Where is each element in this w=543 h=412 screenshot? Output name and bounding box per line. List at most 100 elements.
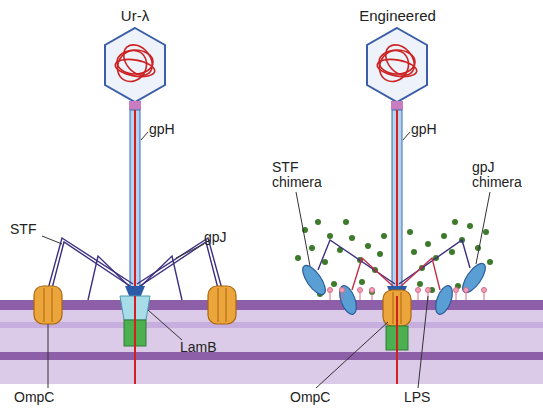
leader-line [296,192,310,266]
barrel-line [393,292,394,324]
part-label: gpH [411,122,451,137]
dot [483,229,489,235]
part-label: STF chimera [272,160,330,190]
lps-head [370,288,375,293]
collar [129,101,141,110]
dot [381,233,387,239]
barrel-line [44,288,45,322]
gpj-chimera-fiber [399,258,440,290]
ompc-barrel [34,286,62,324]
dot [349,235,355,241]
dna-injection [396,296,398,384]
ompc-barrel [208,286,236,324]
chimera-fibers [318,240,470,290]
lps-stalk [418,292,419,300]
fiber [137,256,182,300]
dot [449,249,455,255]
leader-lines [42,132,490,388]
part-label: gpH [149,122,189,137]
lps-stalk [466,292,467,300]
lps-head [340,288,345,293]
fiber [88,256,133,300]
part-label: OmpC [290,390,340,405]
dot [417,281,423,287]
dna-loop [114,57,156,80]
lps-head [454,288,459,293]
dna-loop [376,57,418,80]
lps-stalk [360,292,361,300]
capsid [105,28,165,102]
leader-line [48,324,49,388]
collar [391,101,403,110]
panel-heading: Ur-λ [95,8,175,23]
part-label: STF [10,222,50,237]
membrane [0,300,543,384]
barrel-line [52,288,53,322]
barrel-line [401,292,402,324]
engineered-phage [295,28,493,384]
dot [452,219,458,225]
lps-head [328,288,333,293]
membrane-body [0,300,543,384]
dot [365,243,371,249]
capsid [367,28,427,102]
stf-chimera-tip [299,262,330,298]
leader-line [418,296,428,388]
outer-leaflet [0,300,543,310]
lps-head [358,288,363,293]
part-label: LamB [180,340,230,355]
dot [315,219,321,225]
leader-line [148,310,182,340]
dot [407,229,413,235]
dot [487,259,493,265]
barrel-line [226,288,227,322]
lps-head [482,288,487,293]
lps [328,288,487,301]
lps-stalk [456,292,457,300]
gpj-chimera-tip [432,284,455,317]
part-label: LPS [404,390,444,405]
leader-line [316,322,388,388]
o-antigen-dots [295,219,493,297]
dot [475,245,481,251]
leader-line [176,244,204,258]
leader-line [42,236,62,244]
tape-measure [134,110,136,384]
dot [467,223,473,229]
dot [411,249,417,255]
dot [295,255,301,261]
leader-line [476,192,490,264]
dna-injection [134,296,136,384]
dna [112,39,158,87]
lps-head [464,288,469,293]
tape-measure [396,110,398,384]
lps-stalk [342,292,343,300]
membrane-band [0,322,543,328]
dot [343,219,349,225]
gpj-chimera-tip [459,260,490,296]
dot [331,281,337,287]
dot [327,233,333,239]
dna [374,39,420,87]
barrel-line [218,288,219,322]
part-label: gpJ chimera [472,160,534,190]
ur-lambda-phage [34,28,236,384]
lps-stalk [484,292,485,300]
lps-stalk [330,292,331,300]
inner-leaflet [0,352,543,360]
leader-line [141,132,148,140]
leader-line [403,132,410,140]
dot [359,279,365,285]
tail-fibers [45,238,225,300]
dot [377,251,383,257]
dot [309,245,315,251]
part-label: OmpC [14,390,64,405]
stf-chimera-fiber [352,258,395,290]
dot [441,233,447,239]
panel-heading: Engineered [340,8,455,23]
lps-head [426,288,431,293]
part-label: gpJ [204,230,244,245]
lps-stalk [372,292,373,300]
